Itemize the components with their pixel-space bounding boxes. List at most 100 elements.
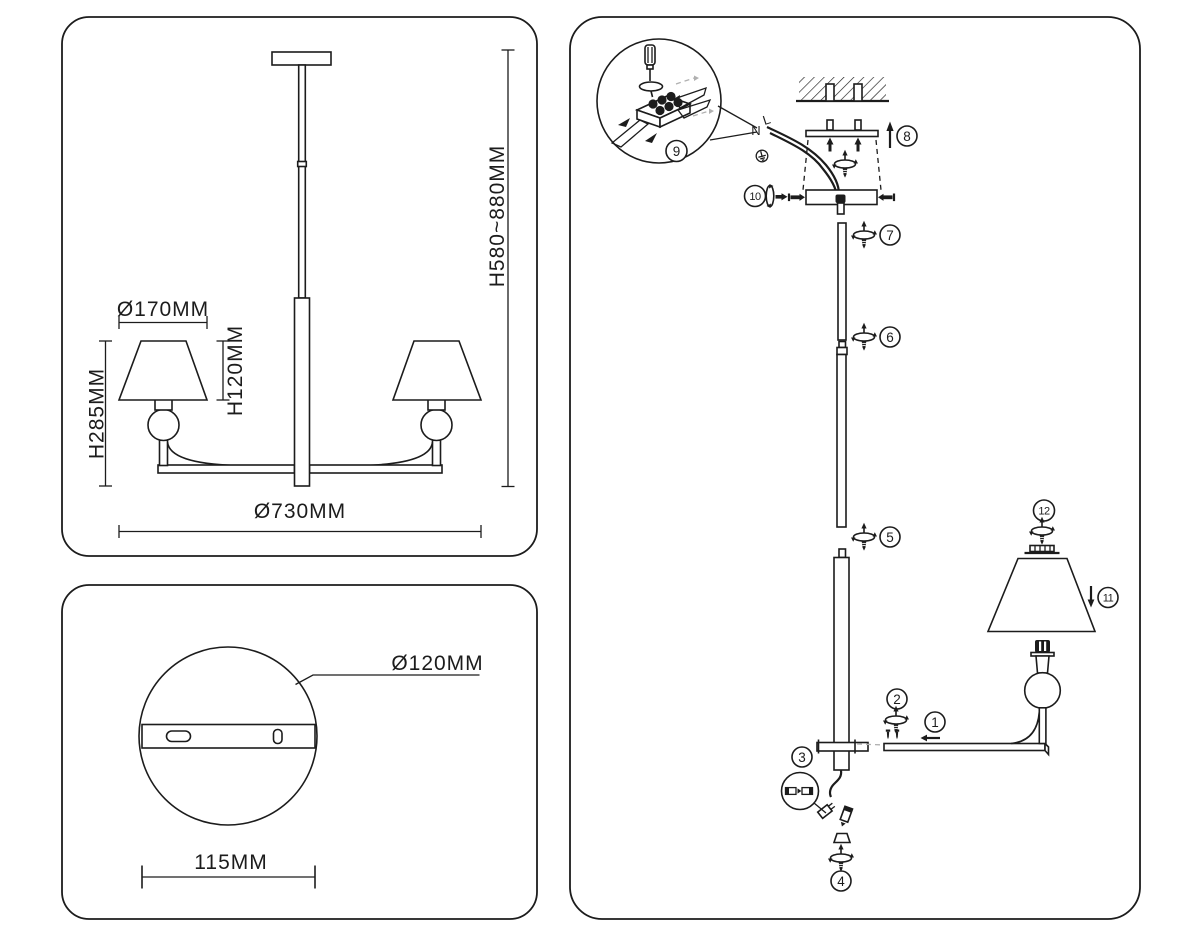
rod-sections: 7 6 5	[833, 220, 901, 771]
rod-section-1	[837, 222, 847, 341]
rod-coupler	[836, 346, 848, 356]
step-5-number: 5	[886, 530, 894, 545]
detail-pointer-line	[709, 131, 758, 141]
arm-end-face	[1044, 741, 1050, 757]
threaded-nipple	[836, 202, 845, 215]
detail-pointer-line	[813, 802, 827, 814]
rod-joint	[296, 160, 308, 168]
step-10-label: 10	[743, 184, 788, 208]
terminal-detail-circle: 9	[596, 38, 758, 164]
step-1-number: 1	[931, 715, 939, 730]
ceiling-plate	[271, 51, 332, 66]
lamp-arm	[883, 742, 1046, 752]
dim-shade-diameter: Ø170MM	[117, 298, 209, 329]
panel-border	[569, 16, 1141, 920]
arm-bar-left	[157, 464, 296, 474]
socket-cover-cap	[832, 832, 852, 844]
rod-coupler	[838, 340, 847, 349]
assembly-panel: 9	[569, 16, 1141, 920]
bracket-screw	[854, 119, 862, 152]
wire	[769, 132, 839, 197]
hanging-rod	[297, 64, 307, 299]
overall-height-label: H580~880MM	[486, 145, 509, 288]
socket-neck	[1035, 655, 1050, 674]
lamp-ball	[147, 408, 180, 442]
right-lamp	[391, 340, 483, 467]
step-7-number: 7	[886, 228, 894, 243]
step-8-number: 8	[903, 129, 911, 144]
mounting-bracket-bar	[141, 723, 316, 749]
keyhole	[272, 728, 283, 745]
center-column	[293, 297, 311, 487]
chandelier-drawing	[117, 51, 483, 487]
bracket-screw	[826, 119, 834, 152]
shade-diameter-label: Ø170MM	[117, 298, 209, 321]
lamp-stem	[1038, 706, 1047, 745]
lamp-stem	[158, 439, 169, 467]
lamp-ball	[1023, 671, 1062, 710]
anchor-hole	[825, 83, 835, 102]
shade-height-label: H120MM	[224, 325, 247, 416]
step-9-badge	[665, 139, 688, 163]
lamp-shade	[391, 340, 483, 401]
lamp-neck	[427, 398, 446, 411]
supply-wires: N L	[751, 111, 841, 197]
product-dimension-panel: Ø170MM H120MM H285MM H580~880MM Ø730MM	[61, 16, 538, 557]
mounting-bracket: 8	[802, 119, 918, 191]
wire-n-label: N	[751, 123, 760, 138]
dim-bracket-length: 115MM	[141, 851, 316, 889]
ground-icon	[755, 149, 769, 163]
terminal-wires	[610, 75, 714, 148]
canopy-dimension-panel: Ø120MM 115MM	[61, 584, 538, 920]
lamp-stem	[431, 439, 442, 467]
fixture-height-label: H285MM	[86, 368, 109, 459]
anchor-hole	[853, 83, 863, 102]
step-3-number: 3	[798, 750, 806, 765]
turn-screw-icon	[765, 184, 775, 208]
step-3-badge	[791, 746, 813, 768]
step-11-number: 11	[1103, 593, 1114, 605]
detail-circle	[596, 38, 722, 164]
arm-bar-right	[308, 464, 443, 474]
lower-column	[833, 556, 850, 771]
wire-connector-assembly: 3 4	[780, 746, 855, 892]
canopy-diameter-label: Ø120MM	[391, 652, 483, 675]
bracket-length-label: 115MM	[194, 851, 267, 874]
wire	[766, 126, 841, 195]
wire-connector	[839, 805, 854, 827]
step-4-badge	[830, 870, 852, 892]
step-6-badge	[879, 326, 901, 348]
step-7-badge	[879, 224, 901, 246]
step-8-badge	[896, 125, 918, 147]
strain-relief	[835, 194, 846, 203]
wire-l-label: L	[761, 111, 773, 128]
rod-section-2	[836, 353, 847, 528]
motion-arrow	[675, 77, 695, 85]
socket-cap	[1035, 640, 1050, 653]
step-1-badge	[924, 711, 946, 733]
step-10-number: 10	[749, 191, 761, 203]
dim-shade-height: H120MM	[216, 325, 247, 416]
lamp-head-assembly: 12 11	[986, 499, 1119, 745]
dim-fixture-height: H285MM	[86, 340, 112, 487]
arm-stub	[816, 741, 869, 752]
step-5-badge	[879, 526, 901, 548]
mounting-slot	[165, 730, 192, 743]
step-8-label: 8	[886, 121, 918, 148]
overall-width-label: Ø730MM	[254, 500, 346, 523]
cross-arm-assembly: 2 1	[816, 688, 1050, 757]
lamp-shade	[986, 557, 1097, 633]
step-12-badge	[1032, 499, 1056, 522]
left-lamp	[117, 340, 209, 467]
step-6-number: 6	[886, 330, 894, 345]
pendant-wire	[828, 770, 843, 798]
step-11-label: 11	[1087, 586, 1119, 609]
lamp-neck	[154, 398, 173, 411]
connector-detail	[784, 786, 814, 796]
detail-pointer-line	[717, 105, 758, 129]
step-4-number: 4	[837, 874, 845, 889]
rod-coupler	[838, 548, 847, 559]
lamp-socket	[1030, 640, 1055, 674]
